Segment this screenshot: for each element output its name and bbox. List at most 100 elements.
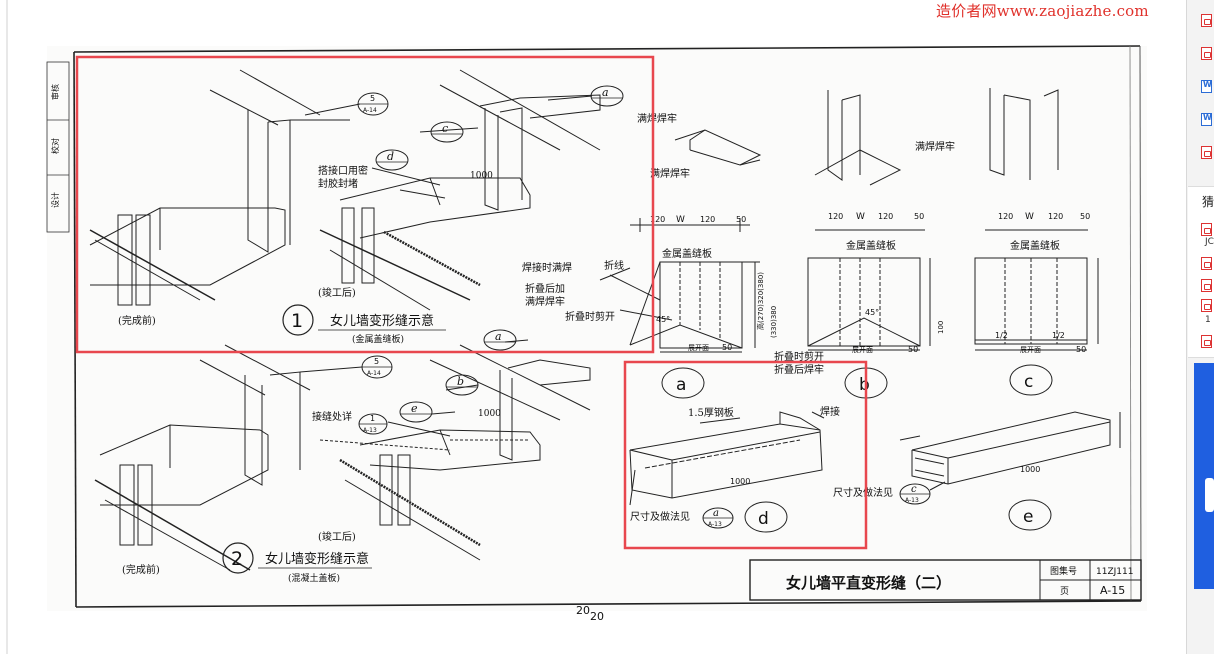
strip-label-1: 审核	[50, 84, 60, 100]
c-half-left: 1/2	[995, 331, 1008, 340]
svg-text:120: 120	[828, 212, 843, 221]
detail-b-labels: 120 W 120 50 金属盖缝板 45° 100 折叠时剪开 折叠后焊牢 展…	[774, 212, 945, 376]
pdf-icon[interactable]	[1201, 223, 1212, 236]
detail-1-subtitle: (金属盖缝板)	[352, 333, 404, 345]
svg-text:d: d	[758, 509, 769, 529]
detail-1-drawing	[89, 69, 661, 311]
highlight-box-detail-d	[623, 360, 868, 550]
ref2-e: e	[399, 401, 433, 423]
e-ref: c A-13	[899, 483, 931, 505]
detail-a-drawing	[599, 129, 762, 353]
technical-drawing: 审核 校对 设计	[6, 0, 1142, 654]
b-height: 100	[937, 321, 945, 334]
recommend-panel: 猜 JC 1	[1188, 186, 1214, 358]
svg-text:A-13: A-13	[708, 521, 722, 528]
advertisement-banner[interactable]	[1194, 363, 1214, 589]
b-plate: 金属盖缝板	[846, 239, 896, 252]
d-weld: 焊接	[820, 405, 840, 418]
a-weld-full: 焊接时满焊	[522, 261, 572, 274]
c-plate: 金属盖缝板	[1010, 239, 1060, 252]
c-spread: 展开面	[1020, 346, 1041, 354]
a-fold: 折线	[604, 259, 624, 272]
a-fold-add-2: 满焊焊牢	[525, 295, 565, 308]
pdf-icon[interactable]	[1201, 279, 1212, 292]
recommend-heading: 猜	[1202, 195, 1214, 209]
d-size-note: 尺寸及做法见	[630, 510, 690, 523]
highlight-box-detail-1	[75, 55, 655, 354]
pdf-icon[interactable]	[1201, 146, 1212, 159]
title-block-atlas-label: 图集号	[1050, 565, 1077, 577]
a-dim-3: 50	[736, 215, 746, 224]
ref-5-a14: 5 A-14	[357, 92, 389, 116]
title-block-title: 女儿墙平直变形缝（二）	[786, 574, 951, 592]
b-fold-cut: 折叠时剪开	[774, 350, 824, 363]
ad-side-button[interactable]	[1205, 478, 1214, 512]
e-length: 1000	[1020, 465, 1040, 474]
svg-text:b: b	[859, 375, 870, 395]
a-dim-2: 120	[700, 215, 715, 224]
svg-text:a: a	[713, 508, 719, 519]
a-weld-bottom: 满焊焊牢	[650, 167, 690, 180]
detail-2-title: 女儿墙变形缝示意	[265, 551, 369, 567]
document-viewer: 审核 校对 设计	[6, 0, 1149, 654]
sublabel-d: d	[744, 501, 788, 533]
a-heights2: (330)380	[770, 306, 778, 338]
detail-e-labels: 1000 尺寸及做法见 c A-13 e	[833, 465, 1052, 531]
watermark-text: 造价者网www.zaojiazhe.com	[936, 2, 1149, 20]
word-icon[interactable]	[1201, 113, 1212, 126]
label-before: (完成前)	[118, 314, 156, 327]
ref2-a: a	[483, 329, 517, 351]
svg-text:W: W	[1025, 212, 1034, 222]
ref2-5-bottom: A-14	[367, 370, 381, 377]
pdf-icon[interactable]	[1201, 14, 1212, 27]
a-spread: 展开面	[688, 344, 709, 352]
title-block-page-label: 页	[1060, 586, 1069, 597]
svg-text:a: a	[495, 330, 502, 343]
pdf-icon[interactable]	[1201, 47, 1212, 60]
a-heights: 高(270)320(380)	[756, 272, 765, 330]
a-dim-w: W	[676, 215, 685, 225]
e-size-note: 尺寸及做法见	[833, 486, 893, 499]
pdf-icon[interactable]	[1201, 257, 1212, 270]
svg-text:50: 50	[914, 212, 924, 221]
svg-text:e: e	[1023, 507, 1033, 527]
detail-d-drawing	[629, 411, 825, 506]
a-weld-top: 满焊焊牢	[637, 112, 677, 125]
svg-text:b: b	[457, 375, 464, 388]
c-side: 50	[1076, 345, 1086, 354]
recommend-item-text[interactable]: 1	[1205, 315, 1211, 325]
a-side: 50	[722, 343, 732, 352]
ref-c-label: c	[442, 122, 448, 135]
pdf-icon[interactable]	[1201, 335, 1212, 348]
d-ref: a A-13	[702, 507, 734, 529]
title-block-page-value: A-15	[1100, 584, 1125, 597]
a-plate: 金属盖缝板	[662, 247, 712, 260]
ref-d-label: d	[387, 150, 394, 163]
detail-a-labels: 满焊焊牢 满焊焊牢 120 W 120 50 金属盖缝板 焊接时满焊 折线 折叠…	[522, 112, 778, 352]
ref2-5-top: 5	[374, 357, 379, 366]
recommend-item-text[interactable]: JC	[1205, 237, 1214, 247]
svg-text:a: a	[676, 375, 686, 395]
detail-1-number: 1	[282, 304, 314, 336]
svg-text:50: 50	[1080, 212, 1090, 221]
svg-text:c: c	[911, 484, 917, 495]
svg-text:W: W	[856, 212, 865, 222]
ref-c: c	[430, 121, 464, 143]
ref-5-top: 5	[370, 94, 375, 103]
detail-c-drawing	[974, 88, 1099, 351]
detail-2-labels: 5 A-14 a b e 1 A-13	[122, 329, 517, 584]
signature-strip: 审核 校对 设计	[46, 61, 70, 233]
ref2-1-a13: 1 A-13	[358, 413, 388, 435]
svg-text:2: 2	[231, 548, 243, 570]
b-angle: 45°	[865, 308, 879, 317]
annotation2-1000: 1000	[478, 409, 501, 419]
label2-before: (完成前)	[122, 563, 160, 576]
label-after: (竣工后)	[318, 286, 356, 299]
pdf-icon[interactable]	[1201, 299, 1212, 312]
word-icon[interactable]	[1201, 80, 1212, 93]
sublabel-e: e	[1008, 499, 1052, 531]
label2-after: (竣工后)	[318, 530, 356, 543]
ref2-b: b	[445, 374, 479, 396]
annotation-sealant-1: 搭接口用密	[318, 164, 368, 177]
svg-text:1: 1	[291, 310, 303, 332]
